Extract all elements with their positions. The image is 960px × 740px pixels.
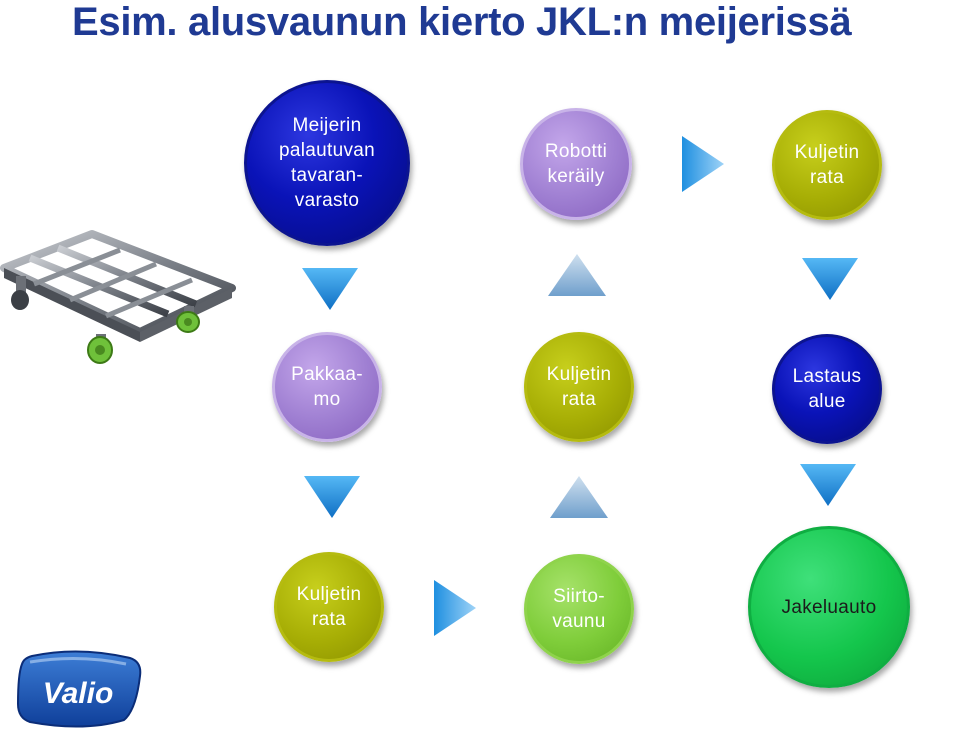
page-title: Esim. alusvaunun kierto JKL:n meijerissä bbox=[72, 0, 851, 45]
arrow-down-icon bbox=[800, 256, 860, 302]
node-loading-area: Lastaus alue bbox=[772, 334, 882, 444]
node-delivery-truck-label: Jakeluauto bbox=[782, 595, 877, 620]
node-robot-picking: Robotti keräily bbox=[520, 108, 632, 220]
node-conveyor-mid: Kuljetin rata bbox=[524, 332, 634, 442]
arrow-up-icon bbox=[548, 474, 610, 520]
arrow-right-icon bbox=[680, 134, 726, 194]
node-warehouse: Meijerin palautuvan tavaran- varasto bbox=[244, 80, 410, 246]
dolly-cart-image bbox=[0, 228, 240, 368]
arrow-down-icon bbox=[798, 462, 858, 508]
node-conveyor-mid-label: Kuljetin rata bbox=[547, 362, 612, 412]
node-loading-area-label: Lastaus alue bbox=[793, 364, 862, 414]
node-packing-label: Pakkaa- mo bbox=[291, 362, 363, 412]
node-transfer-cart-label: Siirto- vaunu bbox=[552, 584, 605, 634]
node-conveyor-bottom: Kuljetin rata bbox=[274, 552, 384, 662]
arrow-right-icon bbox=[432, 578, 478, 638]
svg-text:Valio: Valio bbox=[43, 677, 114, 710]
node-conveyor-bottom-label: Kuljetin rata bbox=[297, 582, 362, 632]
node-packing: Pakkaa- mo bbox=[272, 332, 382, 442]
node-conveyor-top: Kuljetin rata bbox=[772, 110, 882, 220]
arrow-up-icon bbox=[546, 252, 608, 298]
node-delivery-truck: Jakeluauto bbox=[748, 526, 910, 688]
node-transfer-cart: Siirto- vaunu bbox=[524, 554, 634, 664]
valio-logo: Valio bbox=[14, 650, 144, 730]
arrow-down-icon bbox=[300, 266, 360, 312]
node-warehouse-label: Meijerin palautuvan tavaran- varasto bbox=[279, 113, 375, 213]
node-conveyor-top-label: Kuljetin rata bbox=[795, 140, 860, 190]
arrow-down-icon bbox=[302, 474, 362, 520]
node-robot-picking-label: Robotti keräily bbox=[545, 139, 607, 189]
